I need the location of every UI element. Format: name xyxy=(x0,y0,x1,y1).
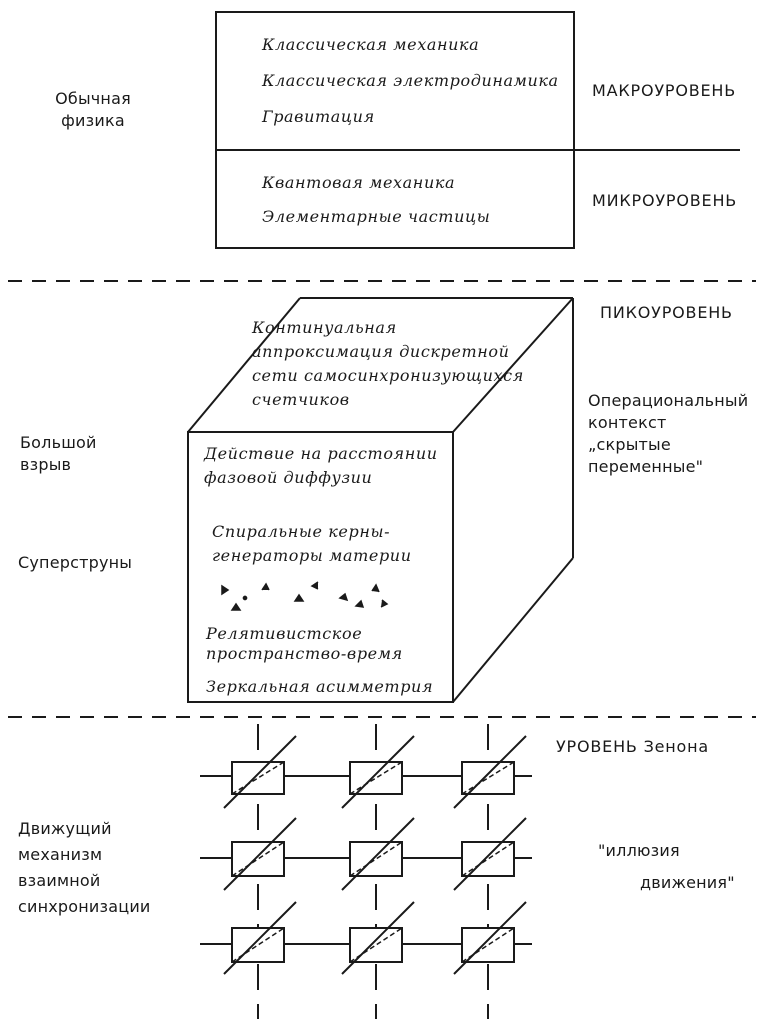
node xyxy=(453,901,527,975)
zeno-level-label: УРОВЕНЬ Зенона xyxy=(556,737,709,756)
cube-front-relativistic: Релятивистское пространство-время xyxy=(206,624,403,663)
node xyxy=(453,817,527,891)
box-upper-line-3: Гравитация xyxy=(262,107,375,126)
box-upper-line-2: Классическая электродинамика xyxy=(262,71,559,90)
illusion-line-2: движения" xyxy=(640,873,735,892)
cube-front-action: Действие на расстоянии фазовой диффузии xyxy=(204,444,438,487)
node xyxy=(341,735,415,809)
box-lower-line-1: Квантовая механика xyxy=(262,173,456,192)
grid-nodes xyxy=(223,735,527,975)
superstrings-label: Суперструны xyxy=(18,553,133,572)
node xyxy=(223,901,297,975)
ordinary-physics-label: Обычная физика xyxy=(55,89,131,130)
illusion-line-1: "иллюзия xyxy=(598,841,680,860)
node xyxy=(341,901,415,975)
cube-front-spiral: Спиральные керны- генераторы материи xyxy=(212,522,412,565)
box-lower-line-2: Элементарные частицы xyxy=(262,207,491,226)
node xyxy=(223,817,297,891)
node xyxy=(223,735,297,809)
macro-level-label: МАКРОУРОВЕНЬ xyxy=(592,81,737,100)
driving-mechanism-label: Движущий механизм взаимной синхронизации xyxy=(18,819,151,916)
pico-cube xyxy=(187,297,574,703)
matter-marks xyxy=(221,581,389,611)
operational-context: Операциональный контекст „скрытые переме… xyxy=(588,391,749,476)
cube-front-mirror: Зеркальная асимметрия xyxy=(206,677,434,696)
micro-level-label: МИКРОУРОВЕНЬ xyxy=(592,191,738,210)
cube-top-text: Континуальная аппроксимация дискретной с… xyxy=(252,318,524,409)
box-upper-line-1: Классическая механика xyxy=(262,35,480,54)
physics-box xyxy=(215,11,740,249)
pico-level-label: ПИКОУРОВЕНЬ xyxy=(600,303,733,322)
node xyxy=(453,735,527,809)
node xyxy=(341,817,415,891)
big-bang-label: Большой взрыв xyxy=(20,433,97,474)
